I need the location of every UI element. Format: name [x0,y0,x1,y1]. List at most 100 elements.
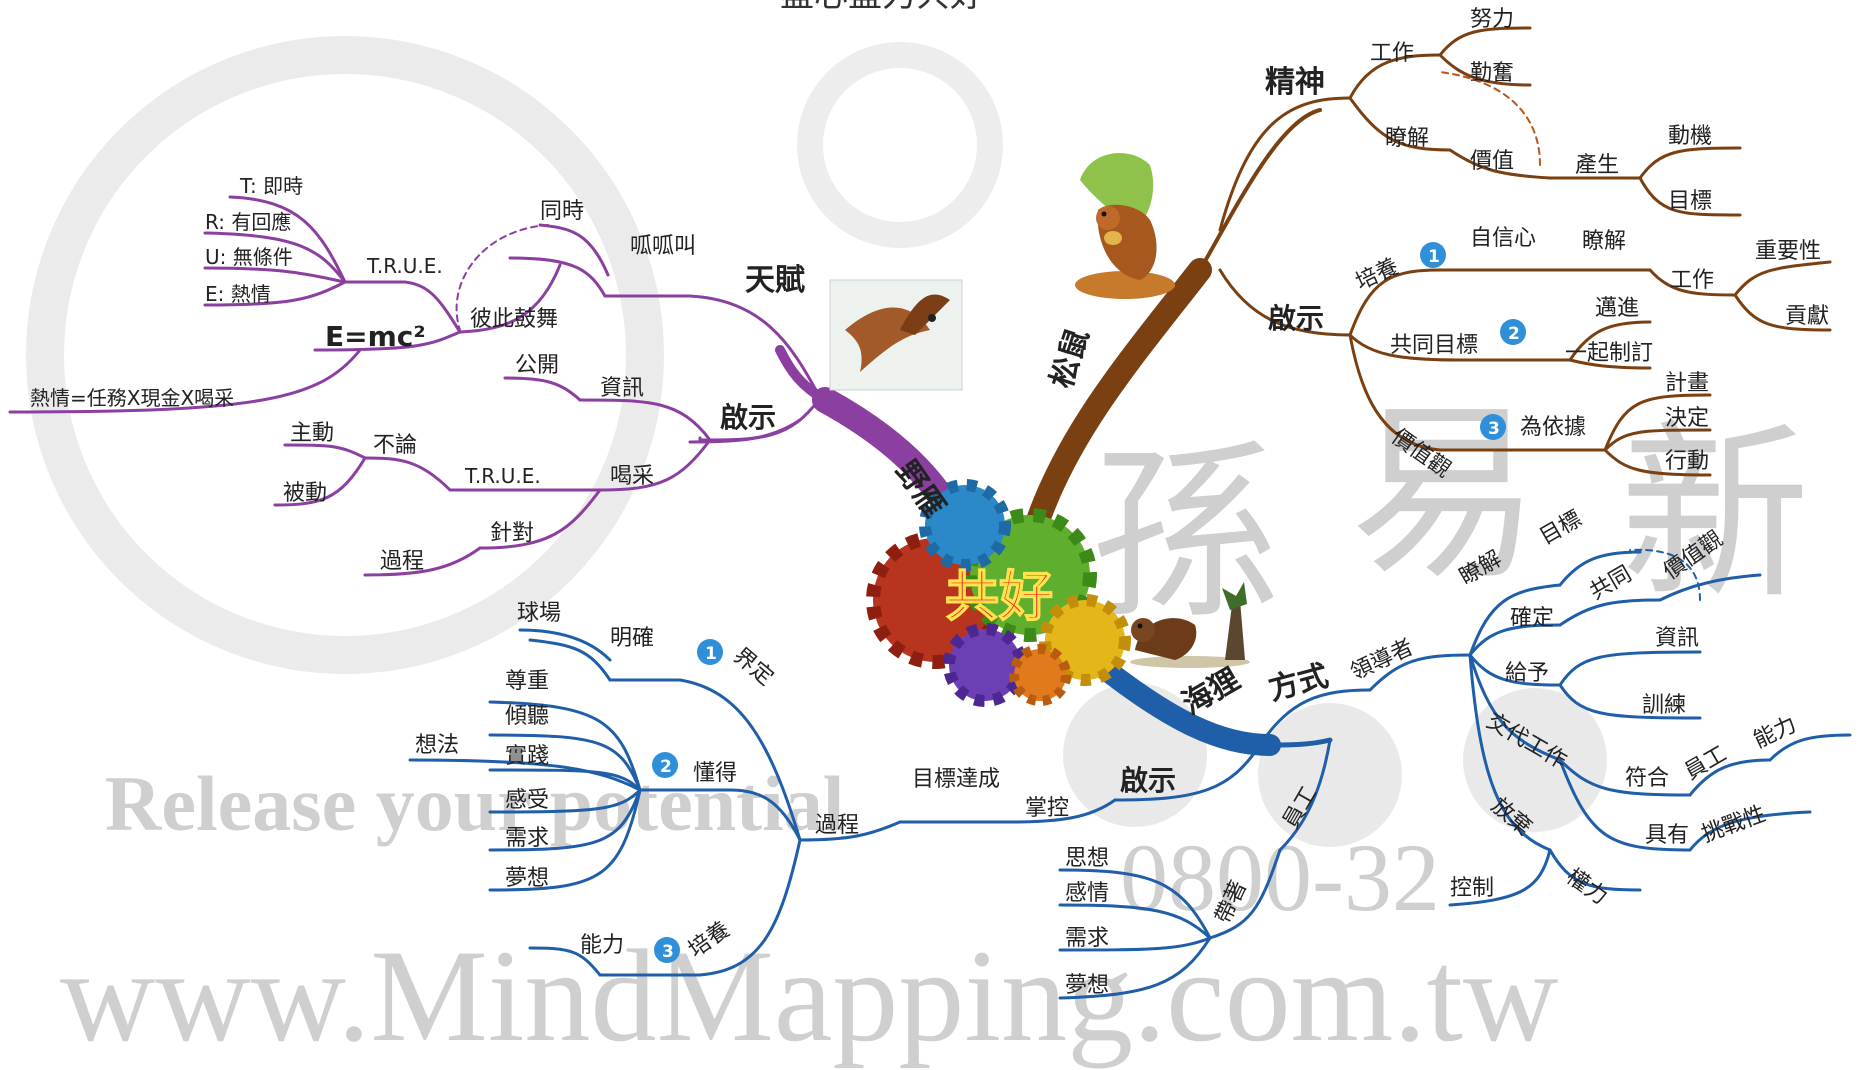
node-need2: 需求 [505,826,549,851]
line-important [1733,260,1832,297]
node-advance: 邁進 [1595,296,1639,321]
node-spirit: 精神 [1265,65,1325,100]
badge-3-squirrel-text: 3 [1488,419,1500,439]
line-values-s [1348,333,1607,452]
line-training [1558,683,1702,720]
beaver-icon [1130,582,1250,668]
node-info-w: 資訊 [600,376,644,401]
node-define: 界定 [728,643,778,690]
node-regardless: 不論 [373,433,417,458]
badge-1-squirrel [1420,242,1446,268]
line-process-b [798,820,902,842]
line-match [1558,758,1692,797]
labels-wild-goose: 野雁 天賦 呱呱叫 同時 彼此鼓舞 T.R.U.E. T: 即時 R: 有回應 … [30,174,952,574]
line-give [1468,653,1562,687]
line-info [578,398,712,442]
node-quack: 呱呱叫 [630,234,696,259]
line-delegate [1468,653,1562,762]
gear-purple [943,623,1027,707]
line-r [203,231,347,284]
line-effort [1438,26,1532,57]
badge-3-beaver-text: 3 [662,942,674,962]
node-feel: 感受 [505,788,549,813]
badge-1-beaver [697,639,723,665]
line-value [1448,148,1552,180]
watermark-tagline: Release your potential [105,760,844,847]
badge-2-beaver-text: 2 [660,757,672,777]
node-work2: 工作 [1670,268,1714,293]
node-target: 針對 [490,521,534,546]
line-decide [1603,428,1712,452]
line-need [1058,936,1212,952]
watermark-char: 孫 [1090,432,1280,642]
line-master [1008,798,1117,824]
line-release [1468,653,1552,852]
line-motivation [1638,146,1742,180]
node-goal-achieve: 目標達成 [912,767,1000,792]
badge-3-squirrel [1480,414,1506,440]
watermark-small-ring [797,42,1003,248]
branch-wild-goose [8,195,968,577]
line-active [283,443,367,460]
line-need2 [488,788,642,852]
line-plan [1603,393,1712,452]
line-formula [8,348,362,414]
line-diligent [1438,53,1532,87]
node-insight-s: 啟示 [1268,302,1324,335]
number-badges: 1 2 3 1 2 3 [652,242,1526,963]
line-dashed [455,224,549,331]
node-training: 訓練 [1642,693,1686,718]
line-confirm [1468,623,1562,657]
line-goal-s [1638,176,1742,217]
line-ability-b [1768,733,1852,762]
node-emc2: E=mc² [325,320,426,353]
branch-squirrel [1018,26,1832,557]
node-insight-b: 啟示 [1120,764,1176,797]
squirrel-trunk-2 [1198,108,1322,272]
node-decide: 決定 [1665,406,1709,431]
node-motivation: 動機 [1668,124,1712,149]
line-target [478,488,602,550]
branch-beaver [408,548,1852,1000]
header-partial: 盡心盡力共好 [780,0,984,15]
node-ability-b2: 能力 [580,933,624,958]
node-power: 權力 [1562,864,1612,910]
line-understand [1348,96,1452,152]
beaver-trunk [1089,654,1281,756]
line-values-b [1658,573,1762,602]
node-idea: 想法 [415,733,459,758]
line-understand-b [1468,583,1562,657]
line-talent [603,294,822,400]
watermark-ring [26,36,664,674]
line-field [518,628,612,662]
node-challenging: 挑戰性 [1699,802,1770,848]
node-basis: 為依據 [1520,415,1586,440]
node-ability-b: 能力 [1750,712,1800,753]
node-info-b: 資訊 [1655,626,1699,651]
line-idea [408,758,642,792]
line-spirit [1218,96,1352,232]
line-bring [1208,848,1282,940]
node-encourage: 彼此鼓舞 [470,307,558,332]
node-passive: 被動 [283,481,327,506]
line-possess [1558,758,1692,852]
node-effort: 努力 [1470,7,1514,32]
line-insight-main [688,418,802,444]
line-control [1448,848,1552,907]
node-listen: 傾聽 [505,704,549,729]
line-cultivate-b [598,838,802,977]
node-contribution: 貢獻 [1785,304,1829,329]
node-squirrel: 松鼠 [1044,325,1096,393]
node-control: 控制 [1450,876,1494,901]
gear-yellow [1039,594,1131,686]
line-contribution [1733,293,1832,332]
node-active: 主動 [290,421,334,446]
line-cheer [598,438,712,492]
node-confirm: 確定 [1510,606,1554,631]
node-cheer: 喝采 [610,464,654,489]
node-insight-w: 啟示 [720,401,776,434]
line-encourage [458,263,562,334]
node-common-goal: 共同目標 [1390,333,1478,358]
node-goal-s: 目標 [1668,189,1712,214]
